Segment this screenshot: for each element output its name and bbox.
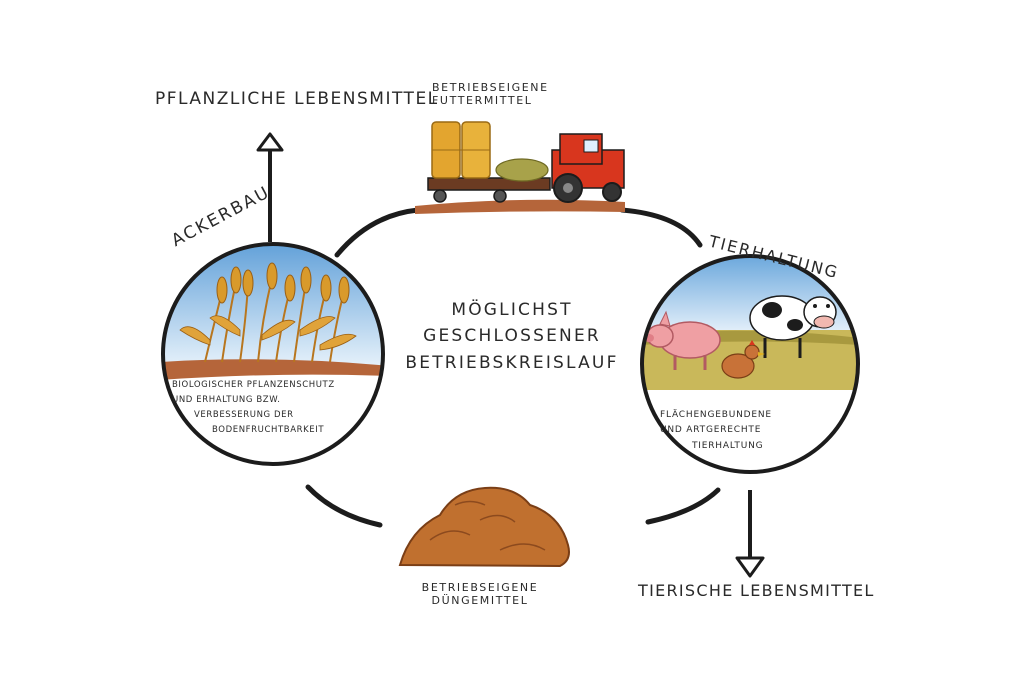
hay-bales-icon [431, 121, 549, 182]
tierhaltung-description: Flächengebundene und artgerechte Tierhal… [660, 408, 850, 454]
fertilizer-label-line-2: Düngemittel [431, 593, 529, 607]
cow-icon [749, 295, 837, 358]
ackerbau-desc-line-1: Biologischer Pflanzenschutz [172, 380, 335, 390]
arrow-up-icon [256, 132, 284, 242]
cycle-arc-bottom-right [645, 487, 721, 525]
feed-label-line-2: Futtermittel [432, 93, 533, 107]
plant-food-label: Pflanzliche Lebensmittel [155, 89, 439, 109]
cycle-arc-top-left [334, 207, 421, 258]
center-label: Möglichst geschlossener Betriebskreislau… [392, 297, 632, 376]
ackerbau-description: Biologischer Pflanzenschutz und Erhaltun… [172, 378, 382, 438]
center-label-line-1: Möglichst [451, 300, 573, 320]
cycle-arc-bottom-left [305, 484, 383, 528]
animal-food-label: Tierische Lebensmittel [638, 581, 875, 600]
tierhaltung-desc-line-3: Tierhaltung [692, 440, 764, 451]
feed-label: Betriebseigene Futtermittel [432, 81, 549, 107]
ackerbau-desc-line-2: und Erhaltung bzw. [172, 394, 281, 405]
arrow-down-icon [735, 490, 765, 578]
fertilizer-label: Betriebseigene Düngemittel [405, 581, 555, 607]
center-label-line-3: Betriebskreislauf [405, 352, 619, 373]
manure-pile-icon [398, 486, 570, 568]
center-label-line-2: geschlossener [423, 326, 601, 347]
ackerbau-desc-line-3: Verbesserung der [194, 409, 294, 420]
feed-label-line-1: Betriebseigene [432, 81, 549, 94]
pig-icon [644, 310, 721, 370]
chicken-icon [721, 340, 765, 379]
ackerbau-desc-line-4: Bodenfruchtbarkeit [212, 424, 325, 435]
fertilizer-label-line-1: Betriebseigene [421, 581, 539, 594]
tractor-icon [415, 121, 625, 214]
cycle-arc-top-right [619, 207, 703, 248]
tierhaltung-desc-line-2: und artgerechte [660, 425, 762, 436]
tierhaltung-desc-line-1: Flächengebundene [660, 410, 772, 420]
